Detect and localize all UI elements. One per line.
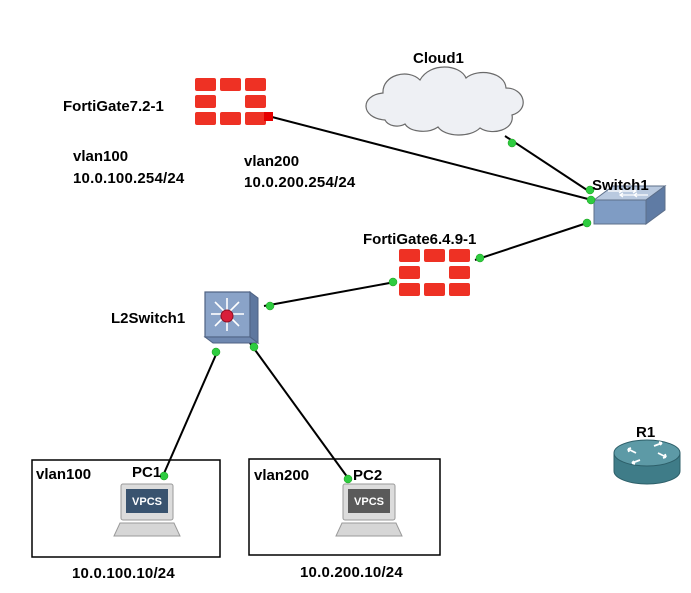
pc1-label: PC1 bbox=[132, 464, 161, 481]
note-pc1-ip: 10.0.100.10/24 bbox=[72, 565, 175, 582]
port-l2switch-pc2 bbox=[249, 342, 259, 352]
link-fortigate72-switch1[interactable] bbox=[271, 116, 589, 200]
port-switch1-fortigate649 bbox=[582, 218, 592, 228]
port-l2switch-fortigate649 bbox=[265, 301, 275, 311]
port-fortigate72-switch1 bbox=[586, 195, 596, 205]
fortigate649-icon[interactable] bbox=[399, 249, 470, 296]
link-cloud-switch1[interactable] bbox=[504, 135, 591, 193]
l2switch-icon[interactable] bbox=[203, 291, 260, 344]
fortigate72-label: FortiGate7.2-1 bbox=[63, 98, 164, 115]
link-l2switch-fortigate649[interactable] bbox=[263, 281, 396, 307]
port-l2switch-pc1 bbox=[211, 347, 221, 357]
pc2-vpcs-label: VPCS bbox=[354, 496, 384, 508]
note-pc2-ip: 10.0.200.10/24 bbox=[300, 564, 403, 581]
l2switch-label: L2Switch1 bbox=[111, 310, 185, 327]
pc2-label: PC2 bbox=[353, 467, 382, 484]
pc1-vpcs-label: VPCS bbox=[132, 496, 162, 508]
port-switch1-cloud bbox=[585, 185, 595, 195]
port-fortigate649-switch1 bbox=[475, 253, 485, 263]
r1-router-icon[interactable] bbox=[613, 439, 681, 485]
note-vlan100-top: vlan100 bbox=[73, 148, 128, 165]
port-cloud bbox=[507, 138, 517, 148]
link-fortigate649-switch1[interactable] bbox=[474, 221, 591, 261]
cloud-label: Cloud1 bbox=[413, 50, 464, 67]
note-vlan200-top: vlan200 bbox=[244, 153, 299, 170]
note-vlan200-top-ip: 10.0.200.254/24 bbox=[244, 174, 356, 191]
cloud-icon[interactable] bbox=[365, 66, 524, 136]
link-l2switch-pc1[interactable] bbox=[161, 349, 219, 479]
fortigate649-label: FortiGate6.4.9-1 bbox=[363, 231, 476, 248]
vlan100-box[interactable] bbox=[31, 459, 221, 558]
link-l2switch-pc2[interactable] bbox=[249, 342, 349, 479]
note-vlan100-box: vlan100 bbox=[36, 466, 91, 483]
port-pc2 bbox=[343, 474, 353, 484]
port-pc1 bbox=[159, 471, 169, 481]
r1-label: R1 bbox=[636, 424, 655, 441]
switch1-label: Switch1 bbox=[592, 177, 649, 194]
pc2-icon[interactable] bbox=[335, 483, 403, 537]
note-vlan200-box: vlan200 bbox=[254, 467, 309, 484]
switch1-icon[interactable] bbox=[592, 185, 667, 225]
pc1-icon[interactable] bbox=[113, 483, 181, 537]
fortigate72-icon[interactable] bbox=[195, 78, 273, 125]
note-vlan100-top-ip: 10.0.100.254/24 bbox=[73, 170, 185, 187]
port-fortigate649-l2switch bbox=[388, 277, 398, 287]
vlan200-box[interactable] bbox=[248, 458, 441, 556]
